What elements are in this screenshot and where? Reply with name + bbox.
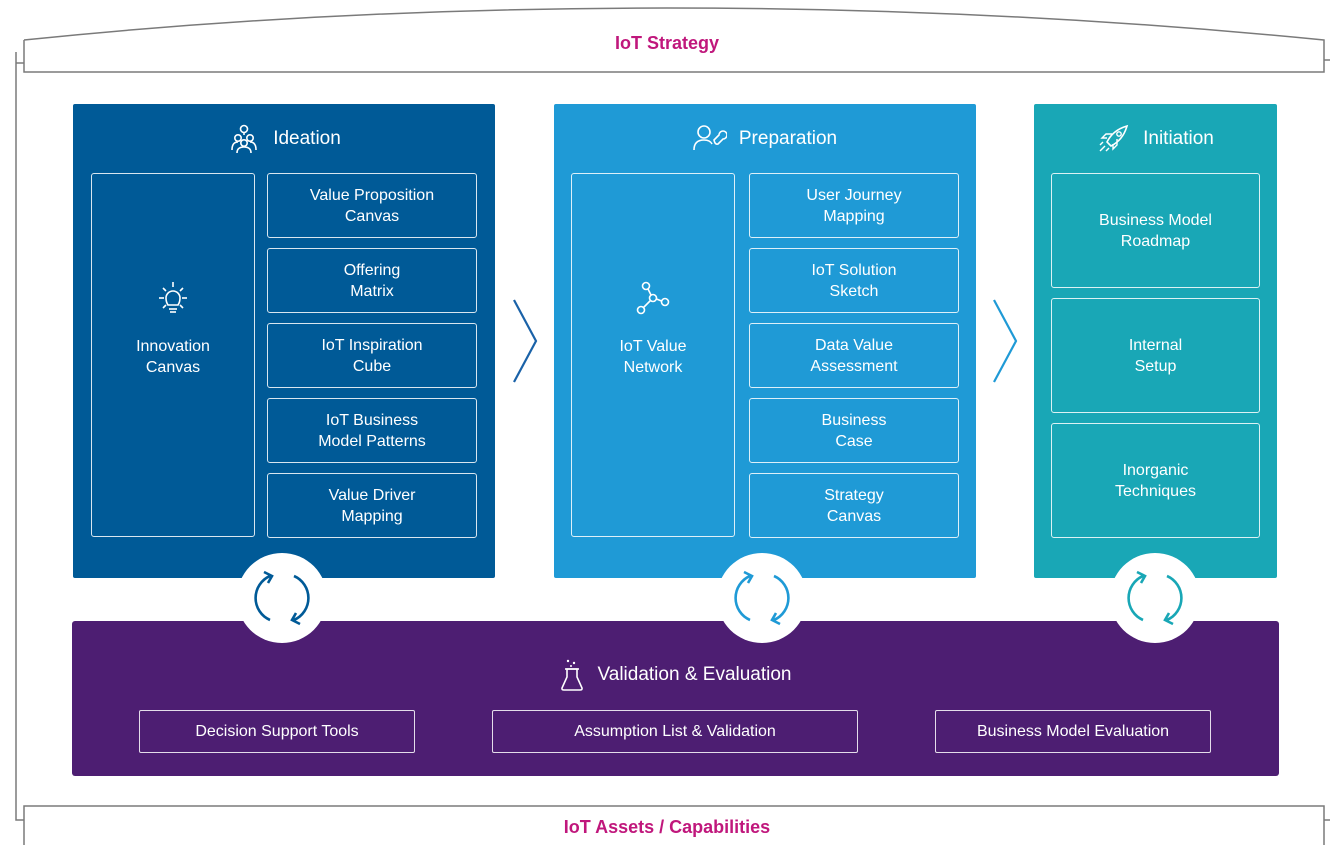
cycle-arrows-icon	[254, 570, 310, 626]
iot-value-network-box[interactable]: IoT Value Network	[571, 173, 735, 537]
ideation-header: Ideation	[73, 124, 495, 154]
iot-value-network-label: IoT Value Network	[619, 338, 687, 376]
ideation-panel: Ideation Innovation Canvas Value Proposi…	[73, 104, 495, 578]
preparation-header: Preparation	[554, 124, 976, 154]
initiation-panel: Initiation Business Model Roadmap Intern…	[1034, 104, 1277, 578]
innovation-canvas-label: Innovation Canvas	[136, 338, 210, 376]
initiation-title: Initiation	[1143, 128, 1214, 149]
validation-title: Validation & Evaluation	[597, 664, 792, 685]
preparation-item[interactable]: Data Value Assessment	[749, 323, 959, 388]
preparation-item[interactable]: Strategy Canvas	[749, 473, 959, 538]
validation-item[interactable]: Decision Support Tools	[139, 710, 415, 753]
initiation-item[interactable]: Business Model Roadmap	[1051, 173, 1260, 288]
cycle-connector	[1110, 553, 1200, 643]
validation-item[interactable]: Business Model Evaluation	[935, 710, 1211, 753]
flask-icon	[560, 659, 583, 691]
cycle-connector	[237, 553, 327, 643]
cycle-arrows-icon	[1127, 570, 1183, 626]
validation-item[interactable]: Assumption List & Validation	[492, 710, 858, 753]
validation-panel: Validation & Evaluation Decision Support…	[72, 621, 1279, 776]
cycle-connector	[717, 553, 807, 643]
initiation-item[interactable]: Internal Setup	[1051, 298, 1260, 413]
ideation-item[interactable]: IoT Inspiration Cube	[267, 323, 477, 388]
chevron-right-icon	[513, 299, 538, 383]
preparation-panel: Preparation IoT Value Network User Journ…	[554, 104, 976, 578]
lightbulb-icon	[159, 282, 187, 313]
people-idea-icon	[231, 124, 257, 154]
preparation-item[interactable]: User Journey Mapping	[749, 173, 959, 238]
preparation-title: Preparation	[738, 128, 838, 149]
preparation-item[interactable]: IoT Solution Sketch	[749, 248, 959, 313]
rocket-icon	[1099, 124, 1129, 152]
ideation-title: Ideation	[273, 128, 341, 149]
validation-header: Validation & Evaluation	[72, 659, 1279, 691]
chevron-right-icon	[993, 299, 1018, 383]
initiation-item[interactable]: Inorganic Techniques	[1051, 423, 1260, 538]
iot-assets-label: IoT Assets / Capabilities	[563, 817, 771, 837]
ideation-item[interactable]: Offering Matrix	[267, 248, 477, 313]
innovation-canvas-box[interactable]: Innovation Canvas	[91, 173, 255, 537]
ideation-item[interactable]: Value Driver Mapping	[267, 473, 477, 538]
network-icon	[636, 281, 670, 315]
ideation-item[interactable]: Value Proposition Canvas	[267, 173, 477, 238]
cycle-arrows-icon	[734, 570, 790, 626]
iot-strategy-label: IoT Strategy	[614, 33, 720, 53]
ideation-item[interactable]: IoT Business Model Patterns	[267, 398, 477, 463]
person-wrench-icon	[693, 125, 727, 151]
preparation-item[interactable]: Business Case	[749, 398, 959, 463]
initiation-header: Initiation	[1034, 124, 1277, 154]
